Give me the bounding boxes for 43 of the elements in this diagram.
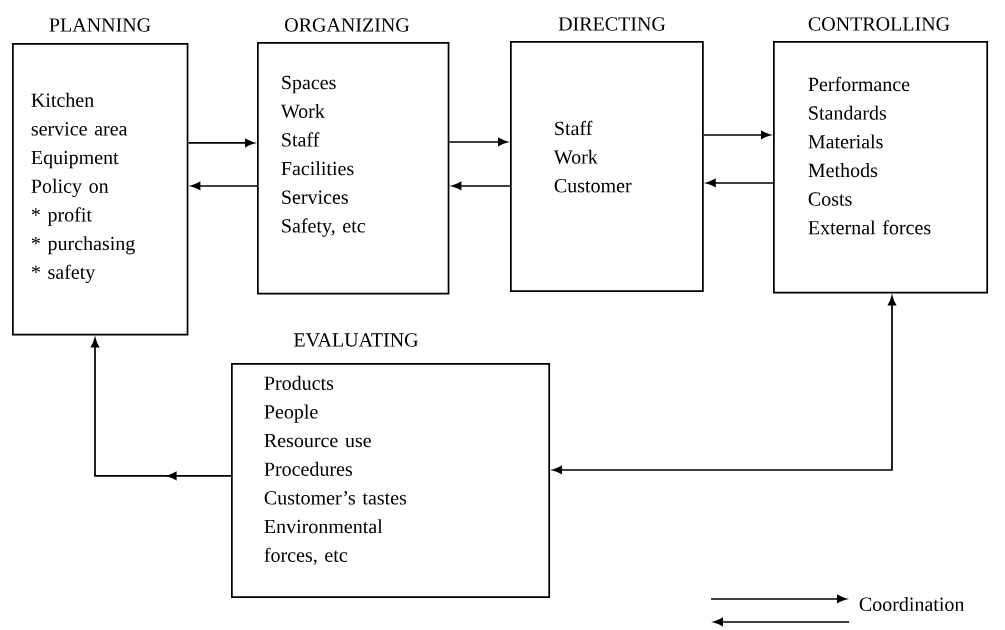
arrow — [187, 139, 255, 147]
node-label: Work — [280, 103, 325, 119]
node-label: Environmental forces, etc — [264, 519, 383, 565]
arrow — [702, 131, 771, 139]
node-label: Customer’s tastes — [264, 491, 407, 505]
item-list: Staff Work Customer — [553, 120, 632, 193]
node-label: Materials — [808, 134, 883, 149]
node-label: People — [264, 404, 318, 423]
node-label: Equipment — [31, 150, 119, 169]
arrow — [91, 337, 232, 480]
node-label: Services — [282, 190, 348, 204]
node-label: Methods — [808, 163, 878, 178]
node-label: * profit — [31, 207, 92, 226]
item-list: Spaces Work Staff Facilities Services Safety, etc — [280, 75, 366, 237]
node-label: Safety, etc — [282, 218, 366, 237]
node-label: External forces — [808, 220, 931, 235]
node-label: Procedures — [264, 461, 352, 476]
node-label: Policy on — [31, 178, 109, 198]
arrow — [452, 182, 511, 190]
node-label: Facilities — [281, 161, 354, 176]
item-list: Products People Resource use Procedures Customer’s tastes Environmental forces, etc — [264, 375, 407, 565]
heading: CONTROLLING — [808, 17, 950, 31]
heading: EVALUATING — [294, 333, 418, 347]
node-label: * safety — [31, 264, 96, 284]
node-label: Products — [264, 375, 334, 390]
node-label: Kitchen service area — [31, 92, 128, 136]
heading: DIRECTING — [558, 17, 666, 31]
node-label: * purchasing — [31, 236, 135, 255]
node-label: Costs — [808, 192, 852, 206]
arrow — [191, 182, 258, 190]
arrow — [706, 179, 774, 187]
item-list: Performance Standards Materials Methods Costs External forces — [808, 76, 931, 235]
legend-label: Coordination — [859, 596, 965, 611]
item-list: Kitchen service area Equipment Policy on * profit * purchasing * safety — [31, 92, 135, 284]
node-label: Spaces — [282, 75, 336, 94]
node-label: Standards — [809, 105, 887, 120]
heading: PLANNING — [49, 18, 151, 32]
node-label: Resource use — [264, 433, 371, 448]
node-label: Staff — [282, 132, 320, 147]
node-label: Performance — [808, 76, 910, 92]
arrow — [448, 138, 508, 146]
arrow — [552, 295, 896, 474]
heading: ORGANIZING — [285, 18, 410, 32]
